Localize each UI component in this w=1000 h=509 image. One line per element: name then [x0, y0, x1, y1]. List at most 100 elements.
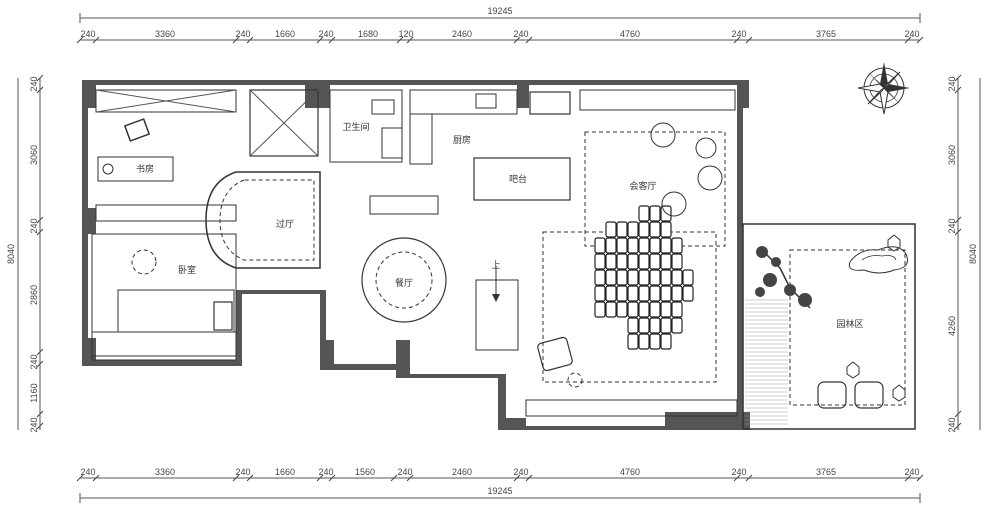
top-dimension-chain: 240 3360 240 1660 240 1680 120 2460 240 …	[76, 29, 924, 44]
rug-tile	[627, 269, 639, 286]
bottom-dimension-chain: 240 3360 240 1660 240 1560 240 2460 240 …	[76, 467, 924, 482]
right-seg-5: 240	[947, 417, 957, 432]
dimension-tick	[954, 410, 962, 418]
dimension-tick	[390, 474, 398, 482]
rug-tile	[671, 301, 683, 318]
top-seg-12: 3765	[816, 29, 836, 39]
dining-label: 餐厅	[395, 277, 413, 289]
bar-counter: 吧台	[473, 157, 571, 201]
bedroom-label: 卧室	[178, 264, 196, 276]
study-label: 书房	[136, 163, 154, 175]
rug-tile	[649, 317, 661, 334]
rug-tile	[605, 301, 617, 318]
dimension-tick	[36, 216, 44, 224]
right-seg-3: 240	[947, 218, 957, 233]
left-seg-7: 240	[29, 417, 39, 432]
rug-tile	[660, 285, 672, 302]
rug-tile	[660, 317, 672, 334]
right-total-label: 8040	[968, 244, 978, 264]
dimension-tick	[328, 36, 336, 44]
dimension-tick	[36, 410, 44, 418]
bottom-seg-3: 240	[235, 467, 250, 477]
dimension-tick	[733, 474, 741, 482]
bottom-seg-1: 240	[80, 467, 95, 477]
rug-tile	[616, 253, 628, 270]
dimension-tick	[525, 36, 533, 44]
dimension-tick	[513, 36, 521, 44]
dimension-tick	[232, 36, 240, 44]
rug-tile	[627, 317, 639, 334]
kitchen: 厨房	[369, 89, 571, 215]
dimension-tick	[92, 36, 100, 44]
exterior-walls	[82, 80, 750, 430]
rug-tile	[638, 285, 650, 302]
living-label: 会客厅	[629, 180, 656, 192]
bedroom: 卧室	[91, 233, 237, 361]
dimension-tick	[36, 360, 44, 368]
left-dimension-total: 8040	[6, 78, 19, 430]
left-dimension-chain: 240 3060 240 2860 240 1160 240	[29, 74, 44, 433]
rug-tile	[638, 269, 650, 286]
rug-tile	[594, 237, 606, 254]
rug-tile	[671, 317, 683, 334]
rug-tile	[649, 237, 661, 254]
top-seg-7: 120	[398, 29, 413, 39]
top-seg-9: 240	[513, 29, 528, 39]
dimension-tick	[733, 36, 741, 44]
rug-tile	[682, 285, 694, 302]
dimension-tick	[904, 474, 912, 482]
rug-tile	[594, 285, 606, 302]
kitchen-label: 厨房	[453, 134, 471, 146]
dimension-tick	[513, 474, 521, 482]
compass-rose-icon	[857, 62, 910, 115]
dimension-tick	[36, 86, 44, 94]
bottom-seg-10: 4760	[620, 467, 640, 477]
top-seg-13: 240	[904, 29, 919, 39]
garden-chair-1	[817, 381, 847, 409]
rug-tile	[638, 317, 650, 334]
rug	[594, 205, 694, 350]
rug-tile	[605, 253, 617, 270]
dimension-tick	[916, 474, 924, 482]
rug-tile	[649, 205, 661, 222]
rug-tile	[627, 333, 639, 350]
dimension-tick	[954, 216, 962, 224]
rug-tile	[605, 221, 617, 238]
bottom-seg-4: 1660	[275, 467, 295, 477]
garden-area: 园林区	[742, 223, 916, 430]
stairs: 上	[475, 260, 519, 351]
left-seg-2: 3060	[29, 145, 39, 165]
bottom-dimension-total: 19245	[79, 486, 921, 503]
dimension-tick	[954, 74, 962, 82]
rug-tile	[616, 269, 628, 286]
rug-tile	[616, 301, 628, 318]
left-seg-3: 240	[29, 218, 39, 233]
dimension-tick	[246, 474, 254, 482]
top-seg-3: 240	[235, 29, 250, 39]
rug-tile	[660, 333, 672, 350]
windows	[525, 89, 738, 417]
rug-tile	[649, 253, 661, 270]
dimension-tick	[525, 474, 533, 482]
dimension-tick	[954, 86, 962, 94]
dimension-tick	[232, 474, 240, 482]
dimension-tick	[406, 474, 414, 482]
rug-tile	[660, 221, 672, 238]
bar-label: 吧台	[509, 173, 527, 185]
rug-tile	[594, 301, 606, 318]
rug-tile	[616, 237, 628, 254]
rug-tile	[660, 269, 672, 286]
rug-tile	[627, 253, 639, 270]
rug-tile	[649, 285, 661, 302]
dimension-tick	[396, 36, 404, 44]
top-seg-8: 2460	[452, 29, 472, 39]
top-seg-5: 240	[318, 29, 333, 39]
rug-tile	[594, 253, 606, 270]
bottom-seg-13: 240	[904, 467, 919, 477]
bottom-seg-8: 2460	[452, 467, 472, 477]
bathroom-label: 卫生间	[342, 121, 369, 133]
rug-tile	[649, 333, 661, 350]
left-seg-5: 240	[29, 354, 39, 369]
right-seg-2: 3060	[947, 145, 957, 165]
